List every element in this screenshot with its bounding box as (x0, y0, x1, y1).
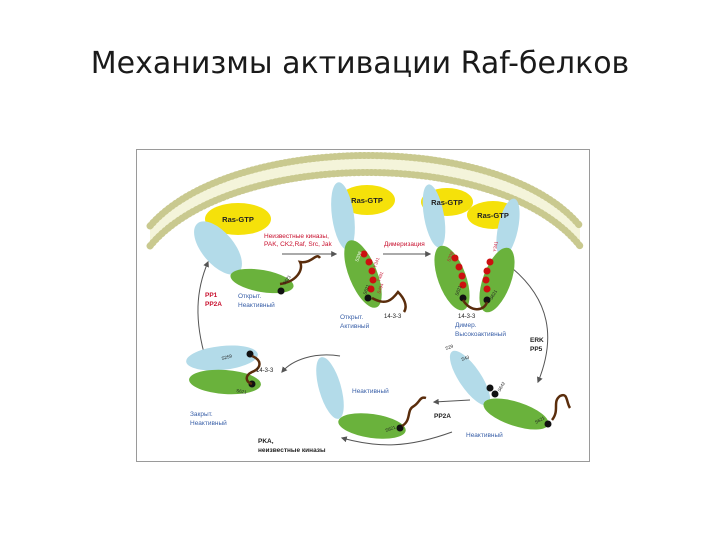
phospho-site-active (360, 250, 368, 258)
regulatory-domain (186, 345, 258, 371)
membrane-band (150, 155, 580, 246)
phospho-site-active (455, 263, 463, 271)
regulatory-domain (316, 357, 344, 419)
open-active-label: Активный (340, 322, 370, 330)
phospho-site-active (451, 254, 459, 262)
phospho-site-active (368, 267, 376, 275)
residue-label: S43 (461, 354, 471, 362)
arrow-bottom-left (340, 431, 453, 446)
linker (401, 396, 427, 428)
dimer-label: Димер. (455, 322, 477, 329)
closed-inactive-label: Закрыт. (190, 411, 213, 418)
phospho-site (277, 287, 285, 295)
pp2a-label: PP2A (434, 413, 451, 420)
ras-gtp-1 (205, 203, 271, 235)
ras-gtp-2 (339, 185, 395, 215)
ras-gtp-label: Ras-GTP (222, 215, 254, 224)
regulatory-domain (422, 184, 446, 248)
kinase-domain (230, 268, 294, 294)
linker (279, 255, 322, 286)
open-inactive-label: Открыт. (238, 293, 261, 300)
pka-label: PKA, (258, 438, 274, 445)
residue-label: S621 (362, 283, 370, 295)
membrane-inner (146, 169, 584, 250)
ras-gtp-label: Ras-GTP (351, 196, 383, 205)
residue-label: S338 (354, 250, 362, 262)
inactive-label: Неактивный (352, 387, 389, 395)
kinase-domain (434, 245, 470, 311)
membrane-outer (146, 152, 584, 230)
dimer-label: Высокоактивный (455, 330, 506, 338)
phospho-site-active (482, 276, 490, 284)
phospho-site-active (486, 258, 494, 266)
kinases-label: Неизвестные киназы, (264, 233, 329, 240)
residue-label: S621 (489, 288, 499, 300)
kinase-domain (338, 413, 406, 439)
phospho-site-active (369, 276, 377, 284)
linker (371, 290, 407, 313)
residue-label: S621 (282, 274, 292, 286)
phospho-site-active (483, 267, 491, 275)
pp2a-left-label: PP2A (205, 301, 222, 308)
residue-label: S621 (385, 424, 397, 432)
residue-label: S621 (236, 388, 248, 395)
phospho-site-active (365, 258, 373, 266)
residue-label: S621 (454, 284, 462, 296)
linker (461, 299, 489, 311)
14-3-3-label: 14-3-3 (384, 314, 402, 320)
phospho-site (364, 294, 372, 302)
phospho-site-active (483, 285, 491, 293)
residue-label: S338 (446, 250, 454, 262)
slide-title: Механизмы активации Raf-белков (90, 46, 630, 81)
open-active-label: Открыт. (340, 314, 363, 321)
pp5-label: PP5 (530, 346, 543, 353)
14-3-3-label: 14-3-3 (458, 314, 476, 320)
kinase-domain (479, 247, 515, 313)
phospho-site-active (367, 285, 375, 293)
kinases-label: PAK, CK2,Raf, Src, Jak (264, 241, 333, 248)
regulatory-domain (449, 350, 491, 406)
phospho-site (246, 350, 254, 358)
phospho-site (459, 294, 467, 302)
arrow-dimer-down (511, 267, 549, 384)
regulatory-domain (331, 182, 355, 250)
phospho-site (396, 424, 404, 432)
phospho-site (486, 384, 494, 392)
open-inactive-label: Неактивный (238, 301, 275, 309)
pp1-label: PP1 (205, 292, 218, 299)
residue-label: Y341 (492, 240, 499, 252)
residue-label: S494 (376, 282, 384, 294)
pka-label: неизвестные киназы (258, 447, 326, 454)
residue-label: Y341 (372, 256, 380, 268)
arrow-to-closed (281, 354, 341, 373)
ras-gtp-label: Ras-GTP (477, 211, 509, 220)
residue-label: S259 (221, 353, 233, 361)
inactive-label: Неактивный (466, 431, 503, 439)
phospho-site (483, 296, 491, 304)
residue-label: S29 (445, 343, 455, 351)
arrow-to-inactive (432, 398, 471, 405)
kinase-domain (189, 369, 261, 395)
closed-inactive-label: Неактивный (190, 419, 227, 427)
kinase-domain (483, 398, 549, 430)
residue-label: T491 (376, 271, 384, 283)
arrow-recycle-up (197, 260, 209, 361)
phospho-site-active (459, 281, 467, 289)
phospho-site-active (458, 272, 466, 280)
erk-label: ERK (530, 337, 544, 344)
ras-gtp-label: Ras-GTP (431, 198, 463, 207)
phospho-site (544, 420, 552, 428)
phospho-site (491, 390, 499, 398)
residue-label: S642 (497, 380, 507, 392)
dimerization-label: Димеризация (384, 241, 425, 248)
14-3-3-label: 14-3-3 (256, 368, 274, 374)
linker (245, 354, 261, 386)
regulatory-domain (496, 198, 520, 258)
regulatory-domain (194, 221, 242, 275)
residue-label: S621 (534, 415, 546, 425)
linker (550, 393, 572, 421)
